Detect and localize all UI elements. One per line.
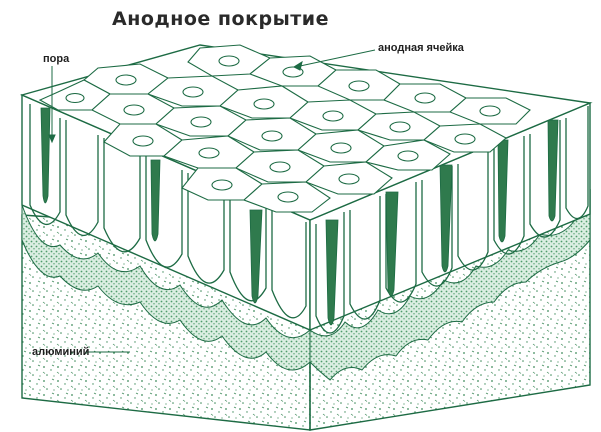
pore-label: пора bbox=[43, 53, 69, 65]
diagram-title: Анодное покрытие bbox=[112, 8, 472, 30]
aluminum-label: алюминий bbox=[32, 346, 89, 358]
anodic-cell-label: анодная ячейка bbox=[378, 42, 464, 54]
